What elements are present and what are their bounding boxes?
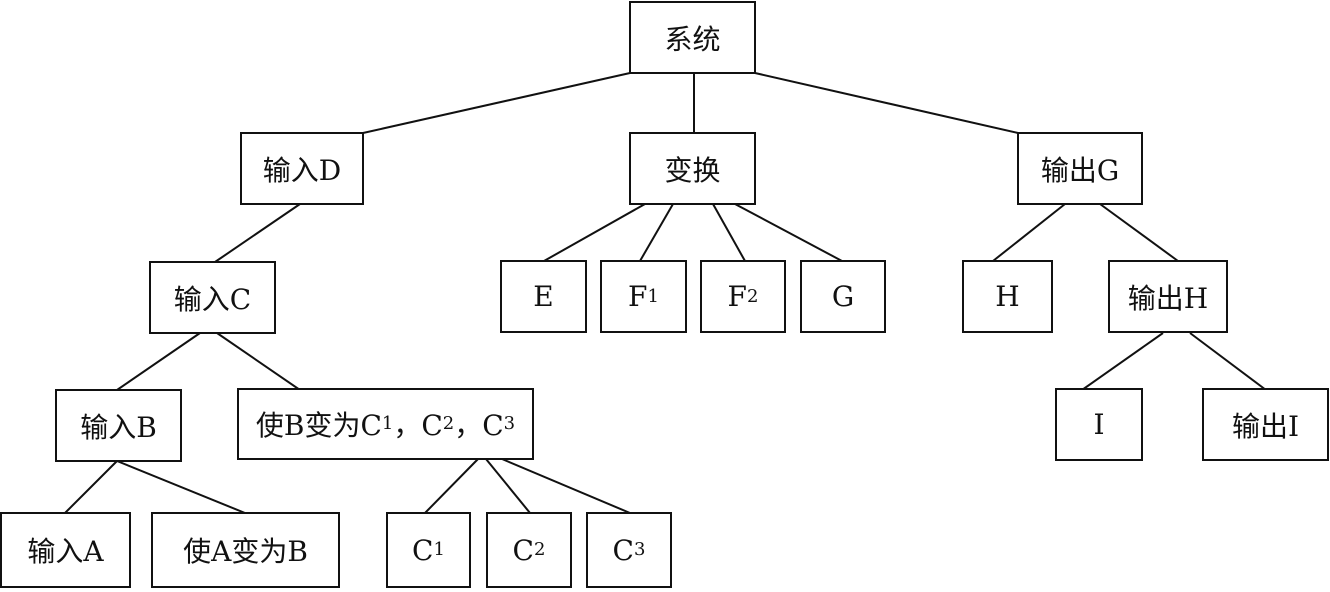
node-c3-base: C — [612, 533, 634, 567]
node-e: E — [500, 260, 587, 333]
edge-system-input-d — [362, 72, 631, 134]
node-i: I — [1055, 388, 1143, 461]
node-c2-base: C — [512, 533, 534, 567]
node-transform: 变换 — [629, 132, 756, 205]
edge-b-to-c-c2 — [485, 458, 531, 514]
node-input-d: 输入D — [240, 132, 364, 205]
edge-b-to-c-c1 — [424, 458, 479, 514]
edge-transform-f2 — [712, 203, 746, 262]
node-c1-base: C — [412, 533, 434, 567]
edge-b-to-c-c3 — [501, 458, 631, 514]
edge-transform-e — [543, 203, 646, 262]
node-output-h: 输出H — [1108, 260, 1228, 333]
node-b-to-c-text: 使B变为C — [255, 409, 382, 442]
edge-output-g-output-h — [1099, 203, 1179, 262]
node-input-a: 输入A — [0, 512, 131, 588]
node-a-to-b: 使A变为B — [151, 512, 340, 588]
edge-input-c-input-b — [116, 332, 201, 391]
node-system: 系统 — [629, 1, 756, 74]
node-output-i: 输出I — [1202, 388, 1329, 461]
node-f1-base: F — [628, 280, 648, 313]
node-g: G — [800, 260, 886, 333]
edge-input-b-input-a — [64, 460, 118, 514]
node-input-c: 输入C — [149, 261, 276, 334]
edge-input-b-a-to-b — [116, 460, 246, 514]
node-h: H — [962, 260, 1053, 333]
node-b-to-c-text2: ，C — [393, 409, 443, 442]
edge-transform-g — [734, 203, 843, 262]
edge-input-c-b-to-c — [216, 332, 301, 391]
edge-output-h-i — [1081, 332, 1164, 391]
edge-transform-f1 — [639, 203, 674, 262]
edge-input-d-input-c — [214, 203, 301, 263]
node-input-b: 输入B — [55, 389, 182, 462]
edge-output-g-h — [992, 203, 1066, 262]
node-output-g: 输出G — [1017, 132, 1143, 205]
edge-system-output-g — [754, 72, 1019, 134]
node-b-to-c-text3: ，C — [454, 409, 504, 442]
node-f2-base: F — [727, 280, 747, 313]
edge-output-h-output-i — [1189, 332, 1267, 391]
